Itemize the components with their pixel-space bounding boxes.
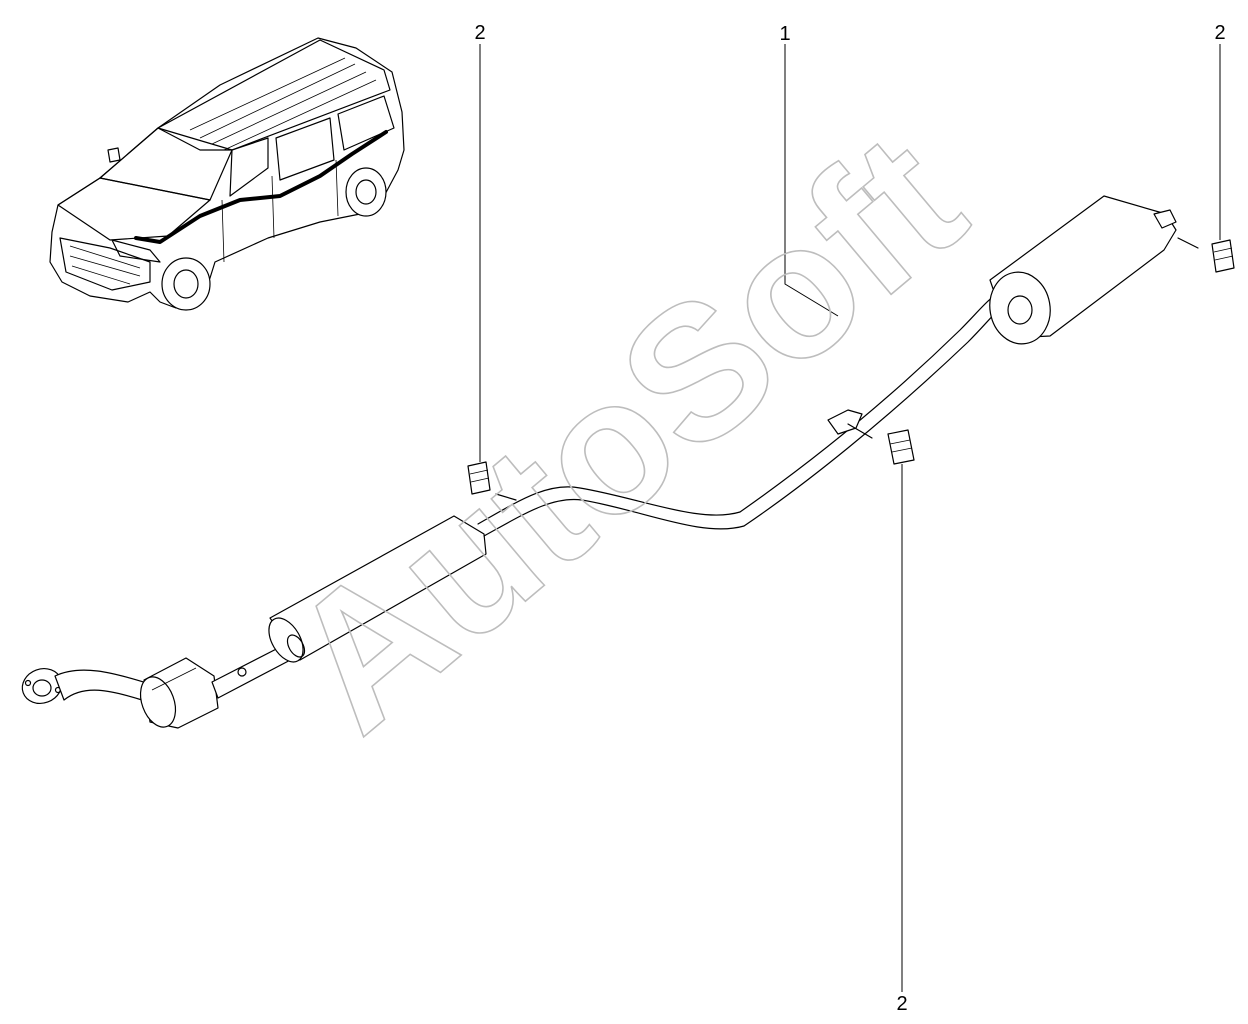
leader-line-top-middle xyxy=(784,44,839,317)
rubber-mount-middle xyxy=(887,429,915,465)
callout-top-left: 2 xyxy=(474,22,486,44)
vehicle-overview-illustration xyxy=(49,37,405,311)
callout-bottom: 2 xyxy=(896,993,908,1015)
rubber-mount-top-left xyxy=(467,461,491,495)
callout-top-middle: 1 xyxy=(779,23,791,45)
exhaust-assembly xyxy=(21,195,1199,729)
rubber-mount-top-right xyxy=(1211,239,1235,273)
callout-top-right: 2 xyxy=(1214,22,1226,44)
